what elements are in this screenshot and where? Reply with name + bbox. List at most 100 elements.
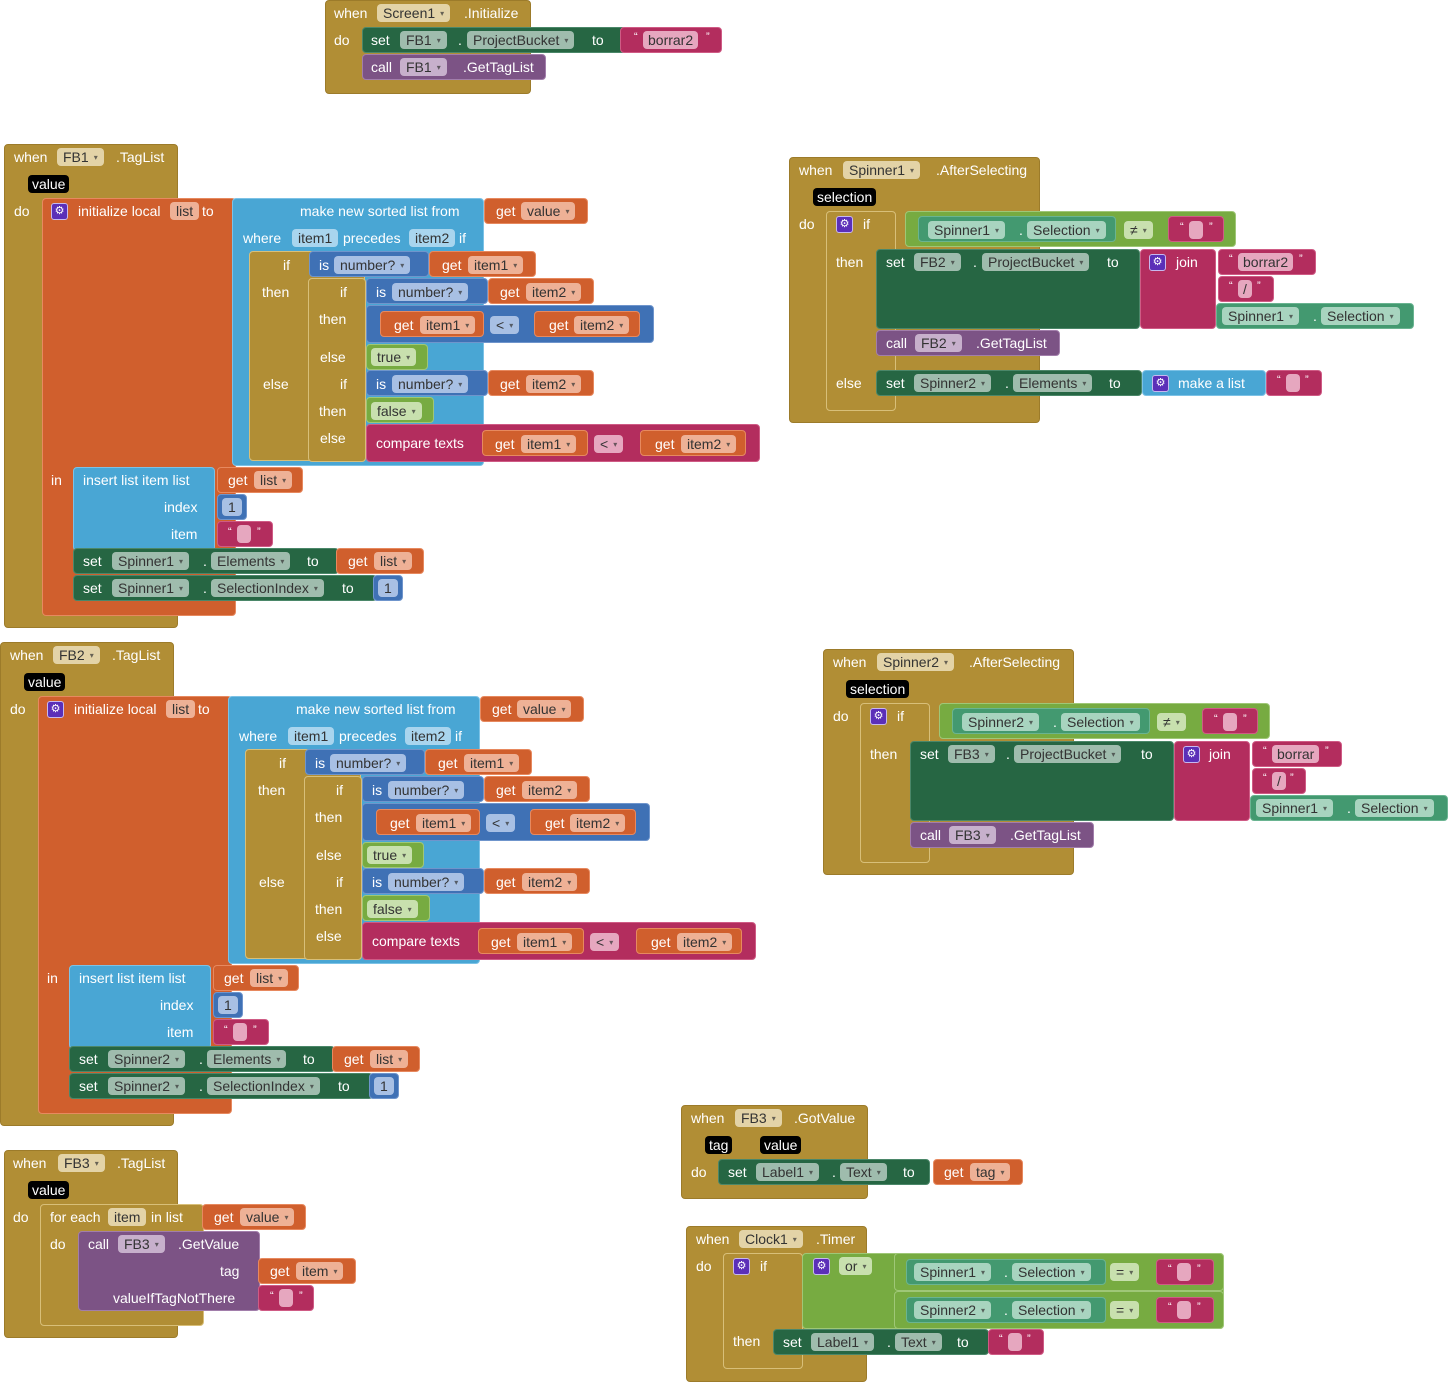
property-dropdown[interactable]: Selection▾ — [1061, 713, 1140, 731]
text-value[interactable] — [1189, 221, 1203, 239]
component-dropdown[interactable]: Spinner2▾ — [962, 713, 1040, 731]
component-dropdown[interactable]: FB2▾ — [915, 334, 962, 352]
component-dropdown[interactable]: FB3▾ — [118, 1235, 165, 1253]
component-dropdown[interactable]: FB3▾ — [949, 826, 996, 844]
component-dropdown[interactable]: FB1▾ — [400, 31, 447, 49]
component-dropdown[interactable]: Spinner1▾ — [112, 552, 190, 570]
event-param[interactable]: value — [28, 1181, 70, 1199]
text-value[interactable] — [1286, 374, 1300, 392]
insert-list-item-block[interactable] — [73, 467, 215, 551]
property-dropdown[interactable]: ProjectBucket▾ — [982, 253, 1090, 271]
event-param[interactable]: selection — [813, 188, 877, 206]
text-value[interactable]: borrar2 — [1238, 253, 1294, 271]
event-param[interactable]: value — [28, 175, 70, 193]
mutator-gear-icon[interactable]: ⚙ — [733, 1258, 750, 1275]
component-dropdown[interactable]: Spinner2▾ — [914, 1301, 992, 1319]
text-value[interactable] — [279, 1289, 293, 1307]
text-value[interactable] — [1008, 1333, 1022, 1351]
property-dropdown[interactable]: SelectionIndex▾ — [207, 1077, 320, 1095]
component-dropdown[interactable]: Spinner2▾ — [108, 1050, 186, 1068]
component-dropdown[interactable]: FB3▾ — [58, 1154, 105, 1172]
loop-var-name[interactable]: item — [108, 1208, 147, 1226]
item1-param[interactable]: item1 — [288, 727, 335, 745]
operator-dropdown[interactable]: ≠▾ — [1157, 713, 1186, 731]
set-label-text-block[interactable] — [718, 1159, 930, 1185]
component-dropdown[interactable]: Spinner1▾ — [914, 1263, 992, 1281]
number-value[interactable]: 1 — [218, 996, 238, 1014]
mutator-gear-icon[interactable]: ⚙ — [813, 1258, 830, 1275]
var-dropdown[interactable]: item▾ — [296, 1262, 344, 1280]
var-dropdown[interactable]: item1▾ — [420, 316, 476, 334]
event-param-tag[interactable]: tag — [705, 1136, 733, 1154]
insert-list-item-block[interactable] — [69, 965, 211, 1049]
event-param-value[interactable]: value — [760, 1136, 802, 1154]
var-dropdown[interactable]: item2▾ — [681, 435, 737, 453]
property-dropdown[interactable]: Elements▾ — [207, 1050, 287, 1068]
property-dropdown[interactable]: Selection▾ — [1355, 799, 1434, 817]
component-dropdown[interactable]: Spinner2▾ — [877, 653, 955, 671]
text-value[interactable]: borrar — [1272, 745, 1320, 763]
component-dropdown[interactable]: Clock1▾ — [739, 1230, 803, 1248]
var-dropdown[interactable]: value▾ — [240, 1208, 295, 1226]
var-dropdown[interactable]: item2▾ — [522, 781, 578, 799]
var-dropdown[interactable]: item1▾ — [468, 256, 524, 274]
var-dropdown[interactable]: item2▾ — [574, 316, 630, 334]
operator-dropdown[interactable]: <▾ — [490, 316, 520, 334]
mutator-gear-icon[interactable]: ⚙ — [836, 216, 853, 233]
var-dropdown[interactable]: item2▾ — [522, 873, 578, 891]
mutator-gear-icon[interactable]: ⚙ — [1149, 254, 1166, 271]
component-dropdown[interactable]: FB3▾ — [735, 1109, 782, 1127]
call-getvalue-block[interactable] — [78, 1231, 260, 1311]
component-dropdown[interactable]: Label1▾ — [756, 1163, 820, 1181]
var-dropdown[interactable]: list▾ — [374, 552, 413, 570]
var-dropdown[interactable]: list▾ — [250, 969, 289, 987]
var-dropdown[interactable]: list▾ — [370, 1050, 409, 1068]
property-dropdown[interactable]: ProjectBucket▾ — [1014, 745, 1122, 763]
is-number-dropdown[interactable]: number?▾ — [388, 781, 465, 799]
is-number-dropdown[interactable]: number?▾ — [330, 754, 407, 772]
operator-dropdown[interactable]: <▾ — [594, 435, 624, 453]
mutator-gear-icon[interactable]: ⚙ — [870, 708, 887, 725]
component-dropdown[interactable]: Label1▾ — [811, 1333, 875, 1351]
var-dropdown[interactable]: item1▾ — [416, 814, 472, 832]
property-dropdown[interactable]: Elements▾ — [211, 552, 291, 570]
var-dropdown[interactable]: item2▾ — [570, 814, 626, 832]
item1-param[interactable]: item1 — [292, 229, 339, 247]
inner-if-block[interactable] — [304, 776, 362, 960]
var-dropdown[interactable]: item2▾ — [526, 283, 582, 301]
call-gettaglist-block[interactable] — [362, 54, 546, 80]
var-dropdown[interactable]: item2▾ — [526, 375, 582, 393]
var-dropdown[interactable]: tag▾ — [970, 1163, 1011, 1181]
property-dropdown[interactable]: Selection▾ — [1321, 307, 1400, 325]
boolean-dropdown[interactable]: true▾ — [367, 846, 413, 864]
text-value[interactable] — [1223, 713, 1237, 731]
text-value[interactable]: / — [1238, 280, 1252, 298]
component-dropdown[interactable]: Spinner1▾ — [928, 221, 1006, 239]
boolean-dropdown[interactable]: false▾ — [367, 900, 418, 918]
component-dropdown[interactable]: FB1▾ — [57, 148, 104, 166]
text-value[interactable] — [233, 1023, 247, 1041]
operator-dropdown[interactable]: =▾ — [1110, 1301, 1140, 1319]
operator-dropdown[interactable]: ≠▾ — [1124, 221, 1153, 239]
var-dropdown[interactable]: item2▾ — [677, 933, 733, 951]
is-number-dropdown[interactable]: number?▾ — [334, 256, 411, 274]
inner-if-block[interactable] — [308, 278, 366, 462]
mutator-gear-icon[interactable]: ⚙ — [47, 701, 64, 718]
text-value[interactable] — [1177, 1263, 1191, 1281]
event-param[interactable]: selection — [846, 680, 910, 698]
var-dropdown[interactable]: value▾ — [517, 700, 572, 718]
property-dropdown[interactable]: Text▾ — [895, 1333, 942, 1351]
number-value[interactable]: 1 — [222, 498, 242, 516]
component-dropdown[interactable]: FB1▾ — [400, 58, 447, 76]
event-param[interactable]: value — [24, 673, 66, 691]
component-dropdown[interactable]: FB2▾ — [53, 646, 100, 664]
is-number-dropdown[interactable]: number?▾ — [392, 375, 469, 393]
number-value[interactable]: 1 — [378, 579, 398, 597]
text-value[interactable] — [237, 525, 251, 543]
call-gettaglist-block[interactable] — [910, 822, 1094, 848]
property-dropdown[interactable]: Text▾ — [840, 1163, 887, 1181]
var-dropdown[interactable]: list▾ — [254, 471, 293, 489]
mutator-gear-icon[interactable]: ⚙ — [1152, 375, 1169, 392]
operator-dropdown[interactable]: <▾ — [486, 814, 516, 832]
property-dropdown[interactable]: Elements▾ — [1013, 374, 1093, 392]
